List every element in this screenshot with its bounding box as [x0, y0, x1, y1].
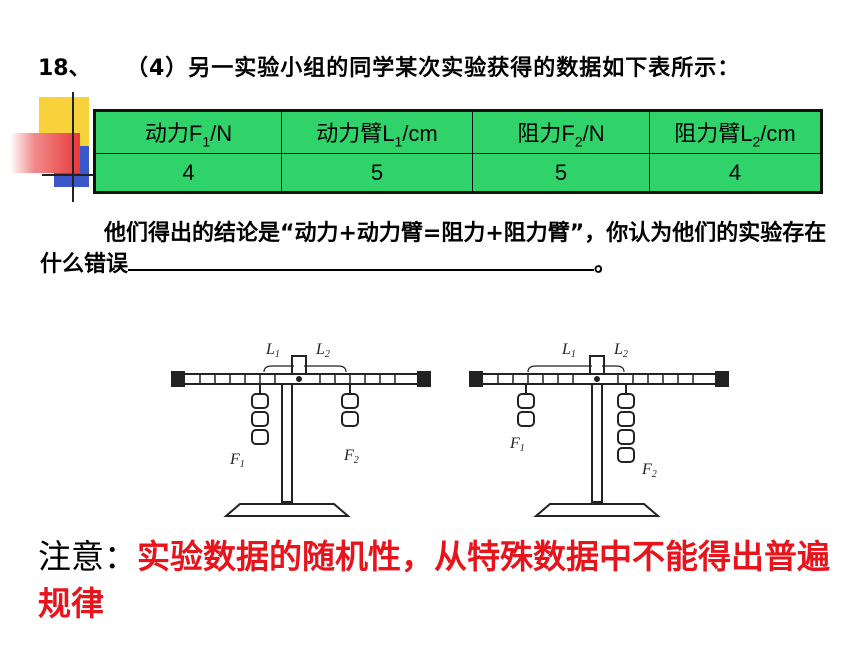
label-l2: L2 [315, 341, 330, 360]
label-f2: F2 [343, 447, 359, 466]
label-l1: L1 [561, 341, 576, 360]
table-header-cell: 动力臂L1/cm [281, 110, 473, 154]
conclusion-end: 。 [594, 252, 617, 277]
label-f2: F2 [641, 461, 657, 480]
note-text: 实验数据的随机性，从特殊数据中不能得出普遍规律 [38, 537, 830, 623]
deco-horizontal-line [42, 174, 94, 176]
label-f1: F1 [509, 435, 525, 454]
table-header-cell: 动力F1/N [94, 110, 282, 154]
lever-figure: L1 L2 F1 F2 L1 L2 F1 F2 [171, 341, 729, 517]
deco-vertical-line [72, 92, 74, 202]
lever-figure-labels-right: L1 L2 F1 F2 [509, 341, 657, 480]
table-header-row: 动力F1/N 动力臂L1/cm 阻力F2/N 阻力臂L2/cm [94, 110, 822, 154]
answer-blank[interactable] [128, 249, 595, 271]
table-header-cell: 阻力F2/N [472, 110, 650, 154]
deco-red-bar [10, 133, 80, 173]
table-cell: 5 [281, 153, 473, 193]
question-title: 18、 （4）另一实验小组的同学某次实验获得的数据如下表所示： [38, 50, 740, 82]
question-text: （4）另一实验小组的同学某次实验获得的数据如下表所示： [125, 56, 741, 81]
table-row: 4 5 5 4 [94, 153, 822, 193]
lever-right [469, 355, 729, 517]
data-table: 动力F1/N 动力臂L1/cm 阻力F2/N 阻力臂L2/cm 4 5 5 4 [93, 109, 823, 194]
table-cell: 4 [94, 153, 282, 193]
conclusion-paragraph: 他们得出的结论是“动力+动力臂=阻力+阻力臂”，你认为他们的实验存在什么错误。 [40, 218, 840, 280]
label-l1: L1 [265, 341, 280, 360]
conclusion-text: 他们得出的结论是“动力+动力臂=阻力+阻力臂”，你认为他们的实验存在什么错误 [40, 221, 827, 277]
table-cell: 4 [649, 153, 822, 193]
question-number: 18、 [38, 56, 91, 81]
table-header-cell: 阻力臂L2/cm [649, 110, 822, 154]
label-l2: L2 [613, 341, 628, 360]
lever-left [171, 355, 431, 517]
label-f1: F1 [229, 451, 245, 470]
lever-figure-labels: L1 L2 F1 F2 [229, 341, 359, 470]
note-label: 注意： [38, 540, 137, 576]
note-paragraph: 注意：实验数据的随机性，从特殊数据中不能得出普遍规律 [38, 534, 838, 627]
table-cell: 5 [472, 153, 650, 193]
